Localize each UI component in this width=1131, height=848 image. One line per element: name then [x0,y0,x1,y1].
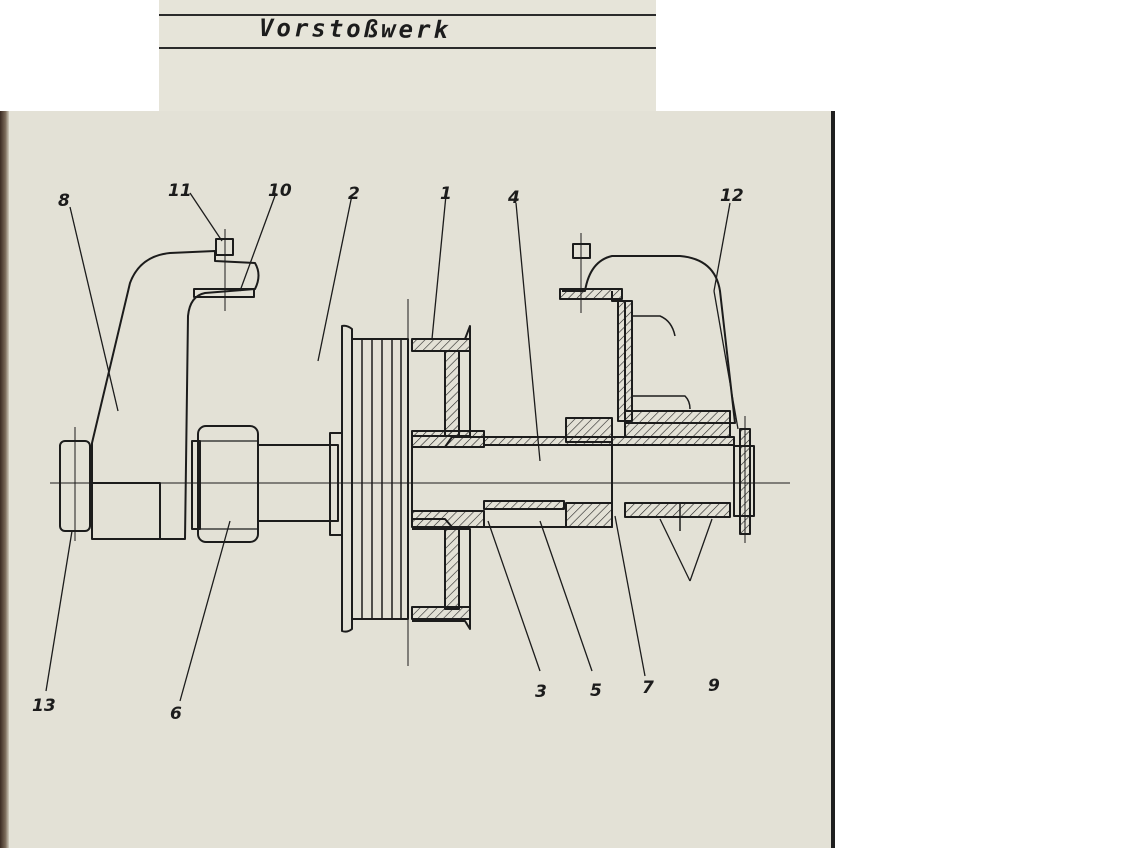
flywheel-upper-web [444,350,460,437]
flywheel-lower-web [444,528,460,610]
part-label-10: 10 [268,181,292,201]
part-label-3: 3 [535,682,547,702]
grooved-pulley [352,338,409,620]
leader-lines [45,192,739,702]
upper-key-block [565,417,613,443]
part-label-11: 11 [168,181,192,201]
part-label-2: 2 [348,184,360,204]
shaft-section [257,444,339,522]
part-label-6: 6 [170,704,182,724]
title-rule-bottom [159,47,656,49]
part-label-7: 7 [642,678,654,698]
lower-bearing-shell [624,502,731,518]
part-label-13: 13 [32,696,56,716]
title-strip: Vorstoßwerk [159,0,656,114]
collar-flange [191,440,201,530]
left-clamp-strip [193,288,255,298]
bearing-bush-lower [483,500,565,510]
book-binding-edge [0,111,9,848]
lower-key-block [565,502,613,528]
part-label-5: 5 [590,681,602,701]
left-bracket-hub [92,482,161,539]
part-label-8: 8 [58,191,70,211]
right-bracket-base [624,410,731,438]
shaft-collar [197,425,259,543]
left-bearing-bracket [91,250,260,540]
pulley-rim [341,324,353,633]
part-label-9: 9 [708,676,720,696]
pulley-hub-flange [329,432,343,536]
flywheel-upper-rim [411,338,471,352]
title-rule-top [159,14,656,16]
mechanism-drawing: 8 11 10 2 1 4 12 13 6 3 5 7 9 [32,181,790,724]
part-label-1: 1 [440,184,452,204]
sheet-right-edge [831,111,835,848]
part-label-12: 12 [720,186,744,206]
part-label-4: 4 [507,188,520,208]
right-clamp-strip [559,288,623,300]
flywheel-upper-hub [411,430,485,448]
right-bracket-web [617,300,633,422]
flywheel-lower-rim [411,606,471,620]
drawing-sheet: 8 11 10 2 1 4 12 13 6 3 5 7 9 [0,111,835,848]
page-title: Vorstoßwerk [258,13,452,45]
right-bearing-bracket [562,255,736,424]
